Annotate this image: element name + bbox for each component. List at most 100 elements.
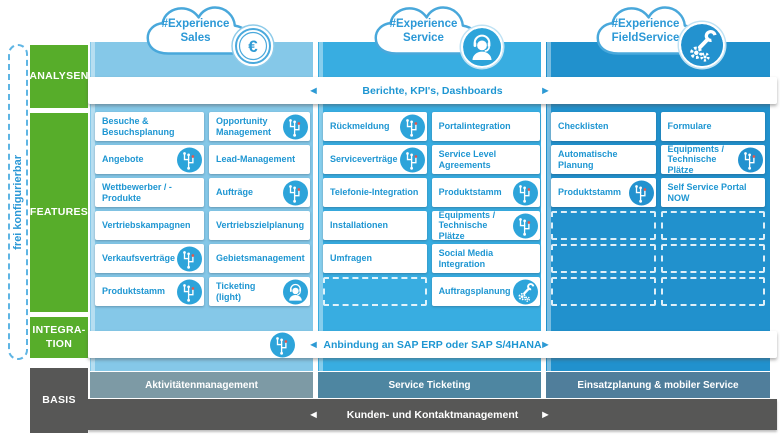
feature-box: Auftragsplanung <box>431 277 540 306</box>
feature-box: Gebietsmanagement <box>209 244 310 273</box>
basis-box-label: Einsatzplanung & mobiler Service <box>577 379 739 391</box>
feature-label: Aufträge <box>216 187 254 198</box>
feature-label: Wettbewerber / -Produkte <box>102 182 172 203</box>
feature-box: Umfragen <box>323 244 427 273</box>
fieldservice-feature-grid: Checklisten Formulare Automatische Planu… <box>551 112 765 306</box>
circuit-icon <box>177 147 202 172</box>
feature-label: Equipments / Technische Plätze <box>667 144 725 175</box>
feature-label: Umfragen <box>330 253 373 264</box>
sales-feature-grid: Besuche & Besuchsplanung Opportunity Man… <box>95 112 310 306</box>
feature-box: Vertriebskampagnen <box>95 211 205 240</box>
feature-box: Portalintegration <box>431 112 540 141</box>
circuit-icon <box>513 180 538 205</box>
feature-label: Portalintegration <box>438 121 511 132</box>
feature-label: Formulare <box>667 121 712 132</box>
feature-box: Telefonie-Integration <box>323 178 427 207</box>
left-arrow-icon: ◄ <box>308 338 319 351</box>
feature-box: Formulare <box>660 112 765 141</box>
rail-basis: BASIS <box>30 368 88 433</box>
right-arrow-icon: ► <box>540 84 551 97</box>
circuit-icon <box>177 246 202 271</box>
basis-box-fieldservice: Einsatzplanung & mobiler Service <box>546 372 770 398</box>
circuit-icon <box>513 213 538 238</box>
feature-placeholder <box>660 211 765 240</box>
basis-box-sales: Aktivitätenmanagement <box>90 372 313 398</box>
feature-label: Serviceverträge <box>330 154 398 165</box>
feature-box: Verkaufsverträge <box>95 244 205 273</box>
feature-box: Service Level Agreements <box>431 145 540 174</box>
basis-box-label: Aktivitätenmanagement <box>145 379 258 391</box>
circuit-icon <box>283 180 308 205</box>
feature-box: Social Media Integration <box>431 244 540 273</box>
analysen-banner-label: Berichte, KPI's, Dashboards <box>362 84 503 97</box>
feature-label: Verkaufsverträge <box>102 253 176 264</box>
configurable-bracket: frei konfigurierbar <box>8 44 28 360</box>
circuit-icon <box>270 332 295 357</box>
feature-placeholder <box>551 244 656 273</box>
feature-label: Opportunity Management <box>216 116 272 137</box>
circuit-icon <box>400 147 425 172</box>
feature-label: Vertriebskampagnen <box>102 220 191 231</box>
feature-label: Equipments / Technische Plätze <box>438 210 496 241</box>
feature-box: Angebote <box>95 145 205 174</box>
basis-box-service: Service Ticketing <box>318 372 541 398</box>
feature-label: Gebietsmanagement <box>216 253 305 264</box>
circuit-icon <box>400 114 425 139</box>
feature-label: Auftragsplanung <box>438 286 511 297</box>
configurable-label: frei konfigurierbar <box>12 154 24 250</box>
rail-features-label: FEATURES <box>29 205 89 218</box>
right-arrow-icon: ► <box>540 408 551 421</box>
feature-label: Produktstamm <box>102 286 166 297</box>
feature-placeholder <box>660 244 765 273</box>
feature-box: Rückmeldung <box>323 112 427 141</box>
left-arrow-icon: ◄ <box>308 408 319 421</box>
feature-box: Produktstamm <box>431 178 540 207</box>
service-tools-icon <box>679 22 725 68</box>
feature-label: Self Service Portal NOW <box>667 182 747 203</box>
feature-label: Ticketing (light) <box>216 281 256 302</box>
rail-integration-label: INTEGRA-TION <box>32 324 86 350</box>
circuit-icon <box>283 114 308 139</box>
feature-placeholder <box>551 277 656 306</box>
analysen-banner: ◄ Berichte, KPI's, Dashboards ► <box>88 77 777 104</box>
rail-features: FEATURES <box>30 113 88 312</box>
feature-label: Rückmeldung <box>330 121 390 132</box>
basis-banner: ◄ Kunden- und Kontaktmanagement ► <box>88 399 777 430</box>
feature-label: Besuche & Besuchsplanung <box>102 116 175 137</box>
integration-banner: ◄ Anbindung an SAP ERP oder SAP S/4HANA … <box>88 331 777 358</box>
feature-box: Besuche & Besuchsplanung <box>95 112 205 141</box>
feature-box: Ticketing (light) <box>209 277 310 306</box>
feature-box: Self Service Portal NOW <box>660 178 765 207</box>
feature-label: Checklisten <box>558 121 609 132</box>
feature-label: Social Media Integration <box>438 248 494 269</box>
feature-label: Telefonie-Integration <box>330 187 419 198</box>
headset-agent-icon <box>283 279 308 304</box>
feature-box: Lead-Management <box>209 145 310 174</box>
wrench-gears-icon <box>513 279 538 304</box>
rail-basis-label: BASIS <box>42 393 76 406</box>
feature-box: Equipments / Technische Plätze <box>431 210 540 241</box>
feature-placeholder <box>660 277 765 306</box>
service-feature-grid: Rückmeldung Portalintegration Servicever… <box>323 112 540 306</box>
feature-box: Vertriebszielplanung <box>209 211 310 240</box>
circuit-icon <box>738 147 763 172</box>
support-agent-icon <box>461 26 503 68</box>
basis-banner-label: Kunden- und Kontaktmanagement <box>346 408 519 421</box>
circuit-icon <box>177 279 202 304</box>
feature-box: Checklisten <box>551 112 656 141</box>
feature-placeholder <box>323 277 427 306</box>
feature-box: Wettbewerber / -Produkte <box>95 178 205 207</box>
feature-label: Produktstamm <box>438 187 502 198</box>
euro-coin-icon <box>231 24 275 68</box>
feature-box: Aufträge <box>209 178 310 207</box>
rail-analysen: ANALYSEN <box>29 45 89 108</box>
feature-box: Automatische Planung <box>551 145 656 174</box>
rail-analysen-label: ANALYSEN <box>29 69 89 82</box>
feature-label: Angebote <box>102 154 144 165</box>
